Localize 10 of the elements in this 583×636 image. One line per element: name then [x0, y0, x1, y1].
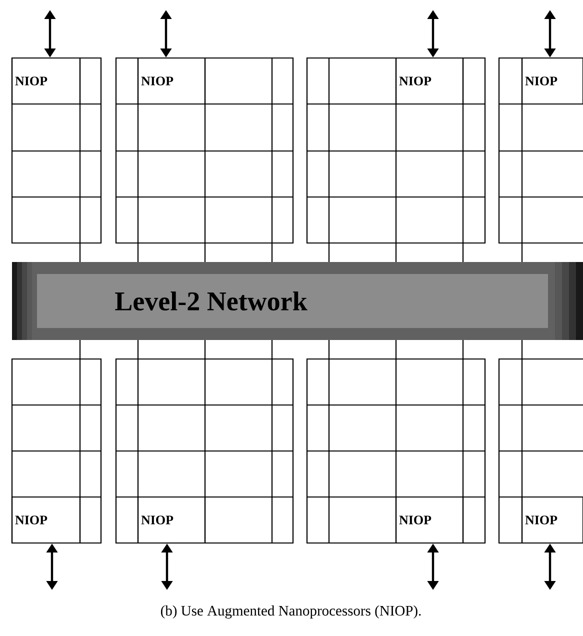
niop-cell: NIOP [395, 496, 464, 544]
niop-cell: NIOP [395, 57, 464, 105]
niop-cell: NIOP [11, 57, 81, 105]
caption: (b) Use Augmented Nanoprocessors (NIOP). [160, 605, 421, 619]
niop-cell: NIOP [521, 496, 583, 544]
niop-cell: NIOP [137, 57, 206, 105]
niop-cell: NIOP [11, 496, 81, 544]
network-band: Level-2 Network [12, 262, 583, 340]
niop-cell: NIOP [137, 496, 206, 544]
niop-cell: NIOP [521, 57, 583, 105]
